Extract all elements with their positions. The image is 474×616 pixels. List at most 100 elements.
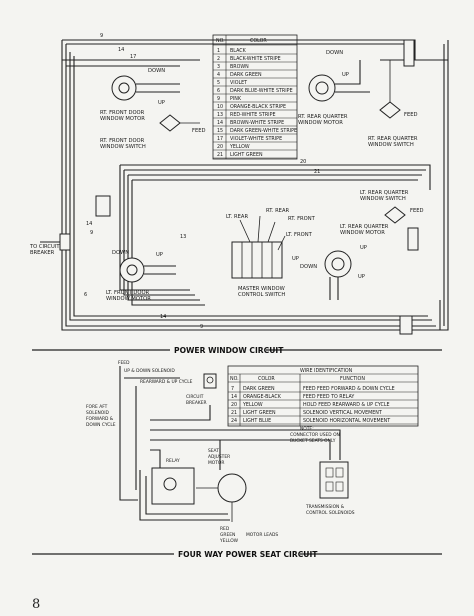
wire-table-function: SOLENOID VERTICAL MOVEMENT [303,410,382,416]
svg-text:WIRE IDENTIFICATION: WIRE IDENTIFICATION [300,368,353,374]
lt-front-door-window-motor: UP DOWN LT. FRONT DOOR WINDOW MOTOR [106,250,176,302]
color-table-number: 3 [217,64,220,70]
color-table-color: LIGHT GREEN [230,152,263,158]
svg-text:14: 14 [160,314,166,320]
svg-text:WINDOW SWITCH: WINDOW SWITCH [100,144,146,150]
color-table-color: BLACK [230,48,247,54]
lt-rear-quarter-window-switch: FEED LT. REAR QUARTER WINDOW SWITCH [360,190,424,224]
svg-text:YELLOW: YELLOW [219,538,239,544]
wire-table-function: FEED FEED FORWARD & DOWN CYCLE [303,386,395,392]
color-table-number: 2 [217,56,220,62]
svg-text:DOWN CYCLE: DOWN CYCLE [86,422,116,428]
svg-text:FEED: FEED [410,208,424,214]
color-table-number: 15 [217,128,223,134]
power-seat-title: FOUR WAY POWER SEAT CIRCUIT [32,547,442,559]
color-table-color: BLACK-WHITE STRIPE [230,56,281,62]
svg-text:13: 13 [180,234,186,240]
rt-rear-quarter-window-switch: FEED RT. REAR QUARTER WINDOW SWITCH [368,60,418,148]
page-number: 8 [32,597,40,612]
wire-table-color: ORANGE-BLACK [243,394,282,400]
svg-text:NO.: NO. [216,38,225,44]
svg-text:21: 21 [314,169,320,175]
svg-text:COLOR: COLOR [250,38,267,44]
color-table-color: VIOLET [230,80,247,86]
svg-text:ADJUSTER: ADJUSTER [208,454,230,460]
svg-text:WINDOW MOTOR: WINDOW MOTOR [298,120,343,126]
svg-text:9: 9 [100,33,103,39]
color-table-number: 13 [217,112,223,118]
svg-text:RED: RED [220,526,230,532]
svg-text:14: 14 [86,221,92,227]
svg-text:DOWN: DOWN [300,264,317,270]
svg-text:WINDOW SWITCH: WINDOW SWITCH [360,196,406,202]
color-table-color: VIOLET-WHITE STRIPE [230,136,282,142]
svg-text:6: 6 [84,292,87,298]
svg-text:RELAY: RELAY [166,458,180,464]
color-table-number: 6 [217,88,220,94]
svg-text:LT. REAR QUARTER: LT. REAR QUARTER [360,190,409,196]
color-table-color: RED-WHITE STRIPE [230,112,276,118]
wire-table-color: LIGHT BLUE [243,418,271,424]
svg-text:UP: UP [342,72,349,78]
svg-text:BREAKER: BREAKER [186,400,207,406]
wire-number-labels: 9 14 17 20 21 14 9 14 9 6 13 [84,33,320,330]
color-table-color: PINK [230,96,242,102]
wire-table-color: LIGHT GREEN [243,410,276,416]
svg-text:WINDOW MOTOR: WINDOW MOTOR [100,116,145,122]
svg-text:9: 9 [90,230,93,236]
color-table-number: 1 [217,48,220,54]
svg-text:DOWN: DOWN [112,250,129,256]
wire-table-function: FEED FEED TO RELAY [303,394,354,400]
power-seat-circuit: FEED UP & DOWN SOLENOID REARWARD & UP CY… [86,360,355,544]
svg-text:14: 14 [118,47,124,53]
svg-text:20: 20 [300,159,306,165]
color-table-color: DARK GREEN [230,72,262,78]
svg-text:RT. FRONT: RT. FRONT [288,216,316,222]
svg-text:LT. FRONT: LT. FRONT [286,232,313,238]
svg-text:DOWN: DOWN [148,68,165,74]
power-window-title: POWER WINDOW CIRCUIT [32,343,442,355]
color-table-number: 20 [217,144,223,150]
svg-text:LT. REAR: LT. REAR [226,214,248,220]
svg-text:LT. REAR QUARTER: LT. REAR QUARTER [340,224,389,230]
wire-table-number: 7 [231,386,234,392]
svg-text:REARWARD & UP CYCLE: REARWARD & UP CYCLE [140,379,193,385]
svg-text:LT. FRONT DOOR: LT. FRONT DOOR [106,290,150,296]
svg-text:TRANSMISSION &: TRANSMISSION & [305,504,345,510]
wire-table-function: HOLD FEED REARWARD & UP CYCLE [303,402,390,408]
svg-text:BUCKET SEATS ONLY: BUCKET SEATS ONLY [290,438,336,444]
svg-text:FUNCTION: FUNCTION [340,376,365,382]
svg-text:UP: UP [156,252,163,258]
color-table-number: 10 [217,104,223,110]
svg-text:COLOR: COLOR [258,376,275,382]
svg-text:FEED: FEED [404,112,418,118]
svg-text:CIRCUIT: CIRCUIT [186,394,204,400]
svg-text:FEED: FEED [118,360,130,366]
svg-text:CONTROL SWITCH: CONTROL SWITCH [238,292,285,298]
svg-text:UP & DOWN SOLENOID: UP & DOWN SOLENOID [124,368,175,374]
svg-text:FEED: FEED [192,128,206,134]
svg-text:RT. REAR QUARTER: RT. REAR QUARTER [368,136,418,142]
svg-text:RT. REAR: RT. REAR [266,208,290,214]
svg-text:MOTOR: MOTOR [208,460,224,466]
color-table-color: BROWN-WHITE STRIPE [230,120,284,126]
svg-text:FORWARD &: FORWARD & [86,416,114,422]
color-table-number: 4 [217,72,220,78]
color-table-number: 14 [217,120,223,126]
wire-table-color: YELLOW [242,402,263,408]
svg-text:UP: UP [358,274,365,280]
svg-text:MASTER WINDOW: MASTER WINDOW [238,286,285,292]
wire-table-function: SOLENOID HORIZONTAL MOVEMENT [303,418,390,424]
color-table-number: 17 [217,136,223,142]
svg-text:GREEN: GREEN [220,532,235,538]
svg-text:SOLENOID: SOLENOID [86,410,109,416]
color-table-color: ORANGE-BLACK STRIPE [230,104,286,110]
svg-text:CONNECTOR USED ON: CONNECTOR USED ON [290,432,340,438]
svg-text:WINDOW MOTOR: WINDOW MOTOR [106,296,151,302]
color-table-number: 5 [217,80,220,86]
svg-text:MOTOR LEADS: MOTOR LEADS [246,532,278,538]
svg-text:RT. REAR QUARTER: RT. REAR QUARTER [298,114,348,120]
